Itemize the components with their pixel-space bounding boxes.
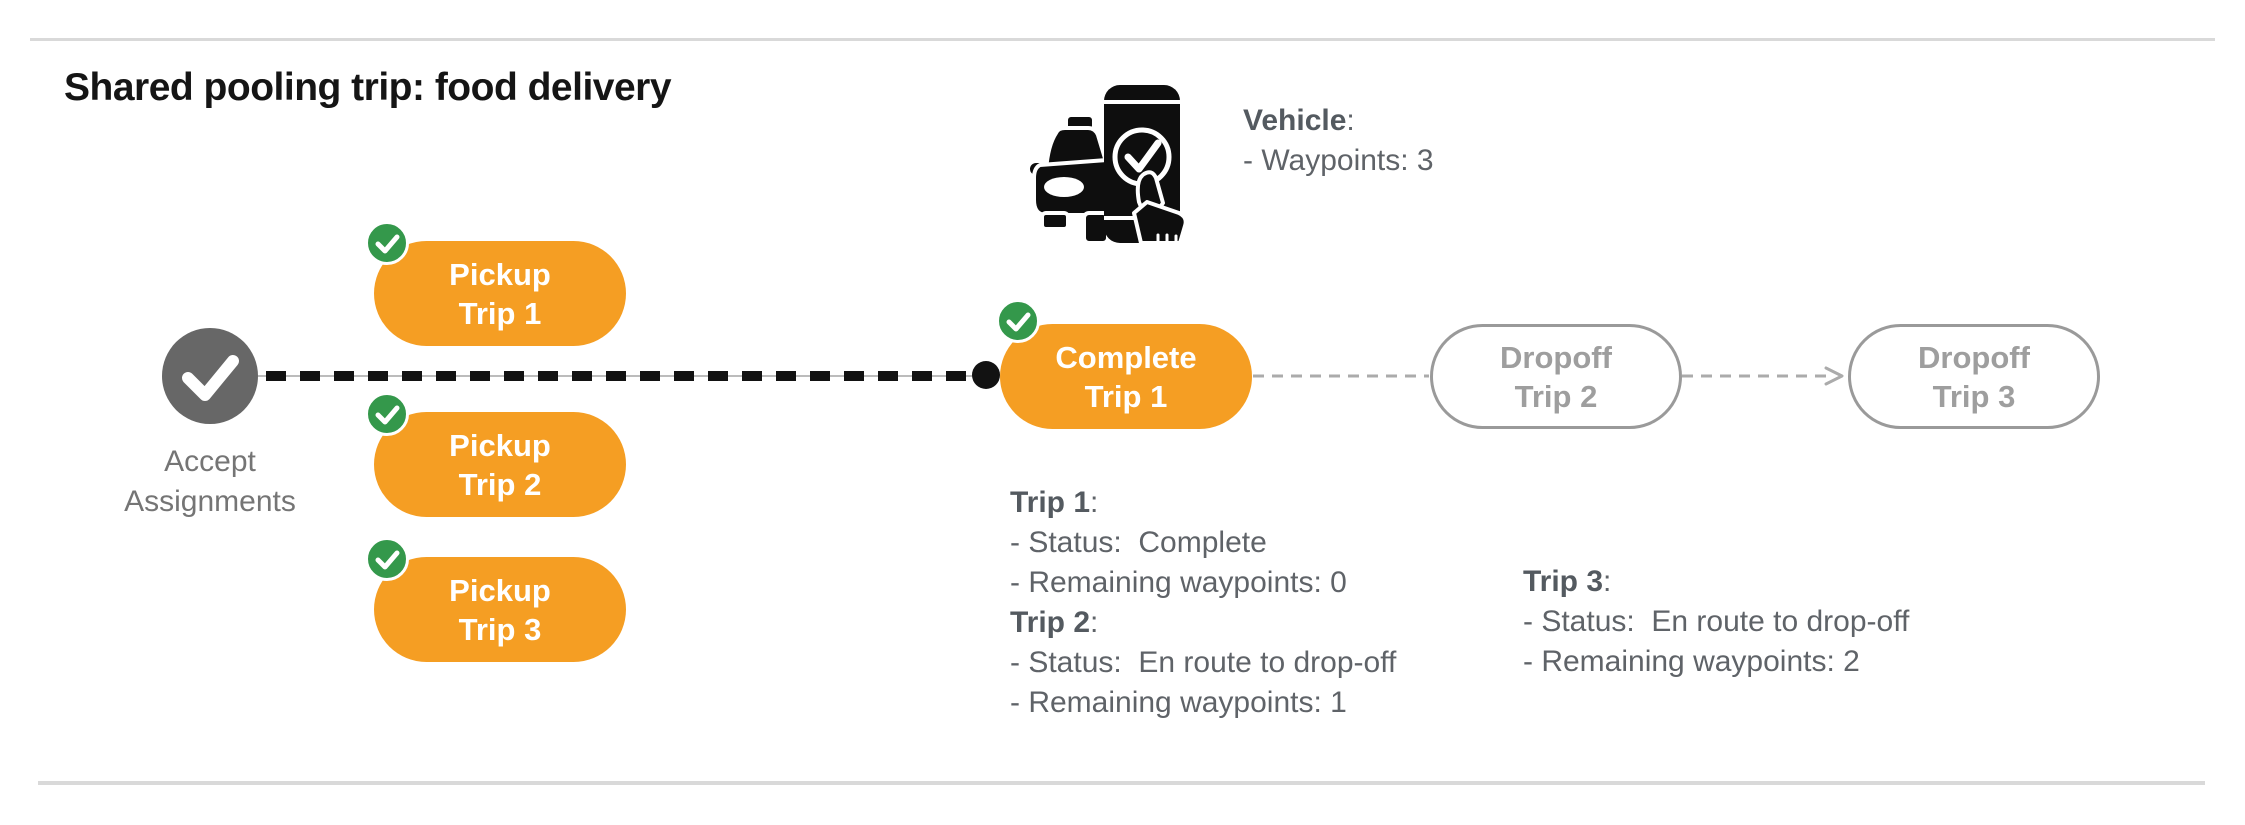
node-complete-trip-1: Complete Trip 1 [996,299,1252,429]
trip-detail-line: - Remaining waypoints: 2 [1523,645,1860,678]
node-dropoff-trip-3: Dropoff Trip 3 [1848,324,2100,429]
check-badge-icon [365,537,409,581]
trip-detail-line: - Remaining waypoints: 0 [1010,566,1347,599]
trip-details-block-1: Trip 1: - Status: Complete - Remaining w… [1010,483,1396,723]
route-position-dot [972,361,1000,389]
trip-details-block-2: Trip 3: - Status: En route to drop-off -… [1523,562,1909,682]
main-dashed-route-line [258,371,990,381]
accept-assignments-label: Accept Assignments [124,445,296,518]
node-dropoff-trip-2: Dropoff Trip 2 [1430,324,1682,429]
node-pickup-trip-1: Pickup Trip 1 [365,221,626,346]
node-pickup-trip-2: Pickup Trip 2 [365,392,626,517]
trip-heading: Trip 1: [1010,486,1099,519]
dashed-arrow-connector [1682,366,1844,386]
trip-detail-line: - Status: Complete [1010,526,1267,559]
trip-detail-line: - Status: En route to drop-off [1010,646,1397,679]
car-phone-check-icon [1026,85,1188,245]
trip-heading: Trip 2: [1010,606,1099,639]
top-divider [30,38,2215,41]
checkmark-icon [182,355,239,401]
trip-detail-line: - Remaining waypoints: 1 [1010,686,1347,719]
node-pickup-trip-3: Pickup Trip 3 [365,537,626,662]
bottom-divider [38,781,2205,785]
check-badge-icon [996,299,1040,343]
vehicle-label: Vehicle: [1243,104,1355,137]
check-badge-icon [365,221,409,265]
dashed-connector [1253,374,1429,378]
arrowhead-icon [1824,366,1844,386]
check-badge-icon [365,392,409,436]
accept-assignments-node [162,328,258,424]
trip-heading: Trip 3: [1523,565,1612,598]
vehicle-info: Vehicle: - Waypoints: 3 [1243,101,1434,181]
vehicle-waypoints: - Waypoints: 3 [1243,144,1434,177]
page-title: Shared pooling trip: food delivery [64,66,672,109]
trip-detail-line: - Status: En route to drop-off [1523,605,1910,638]
